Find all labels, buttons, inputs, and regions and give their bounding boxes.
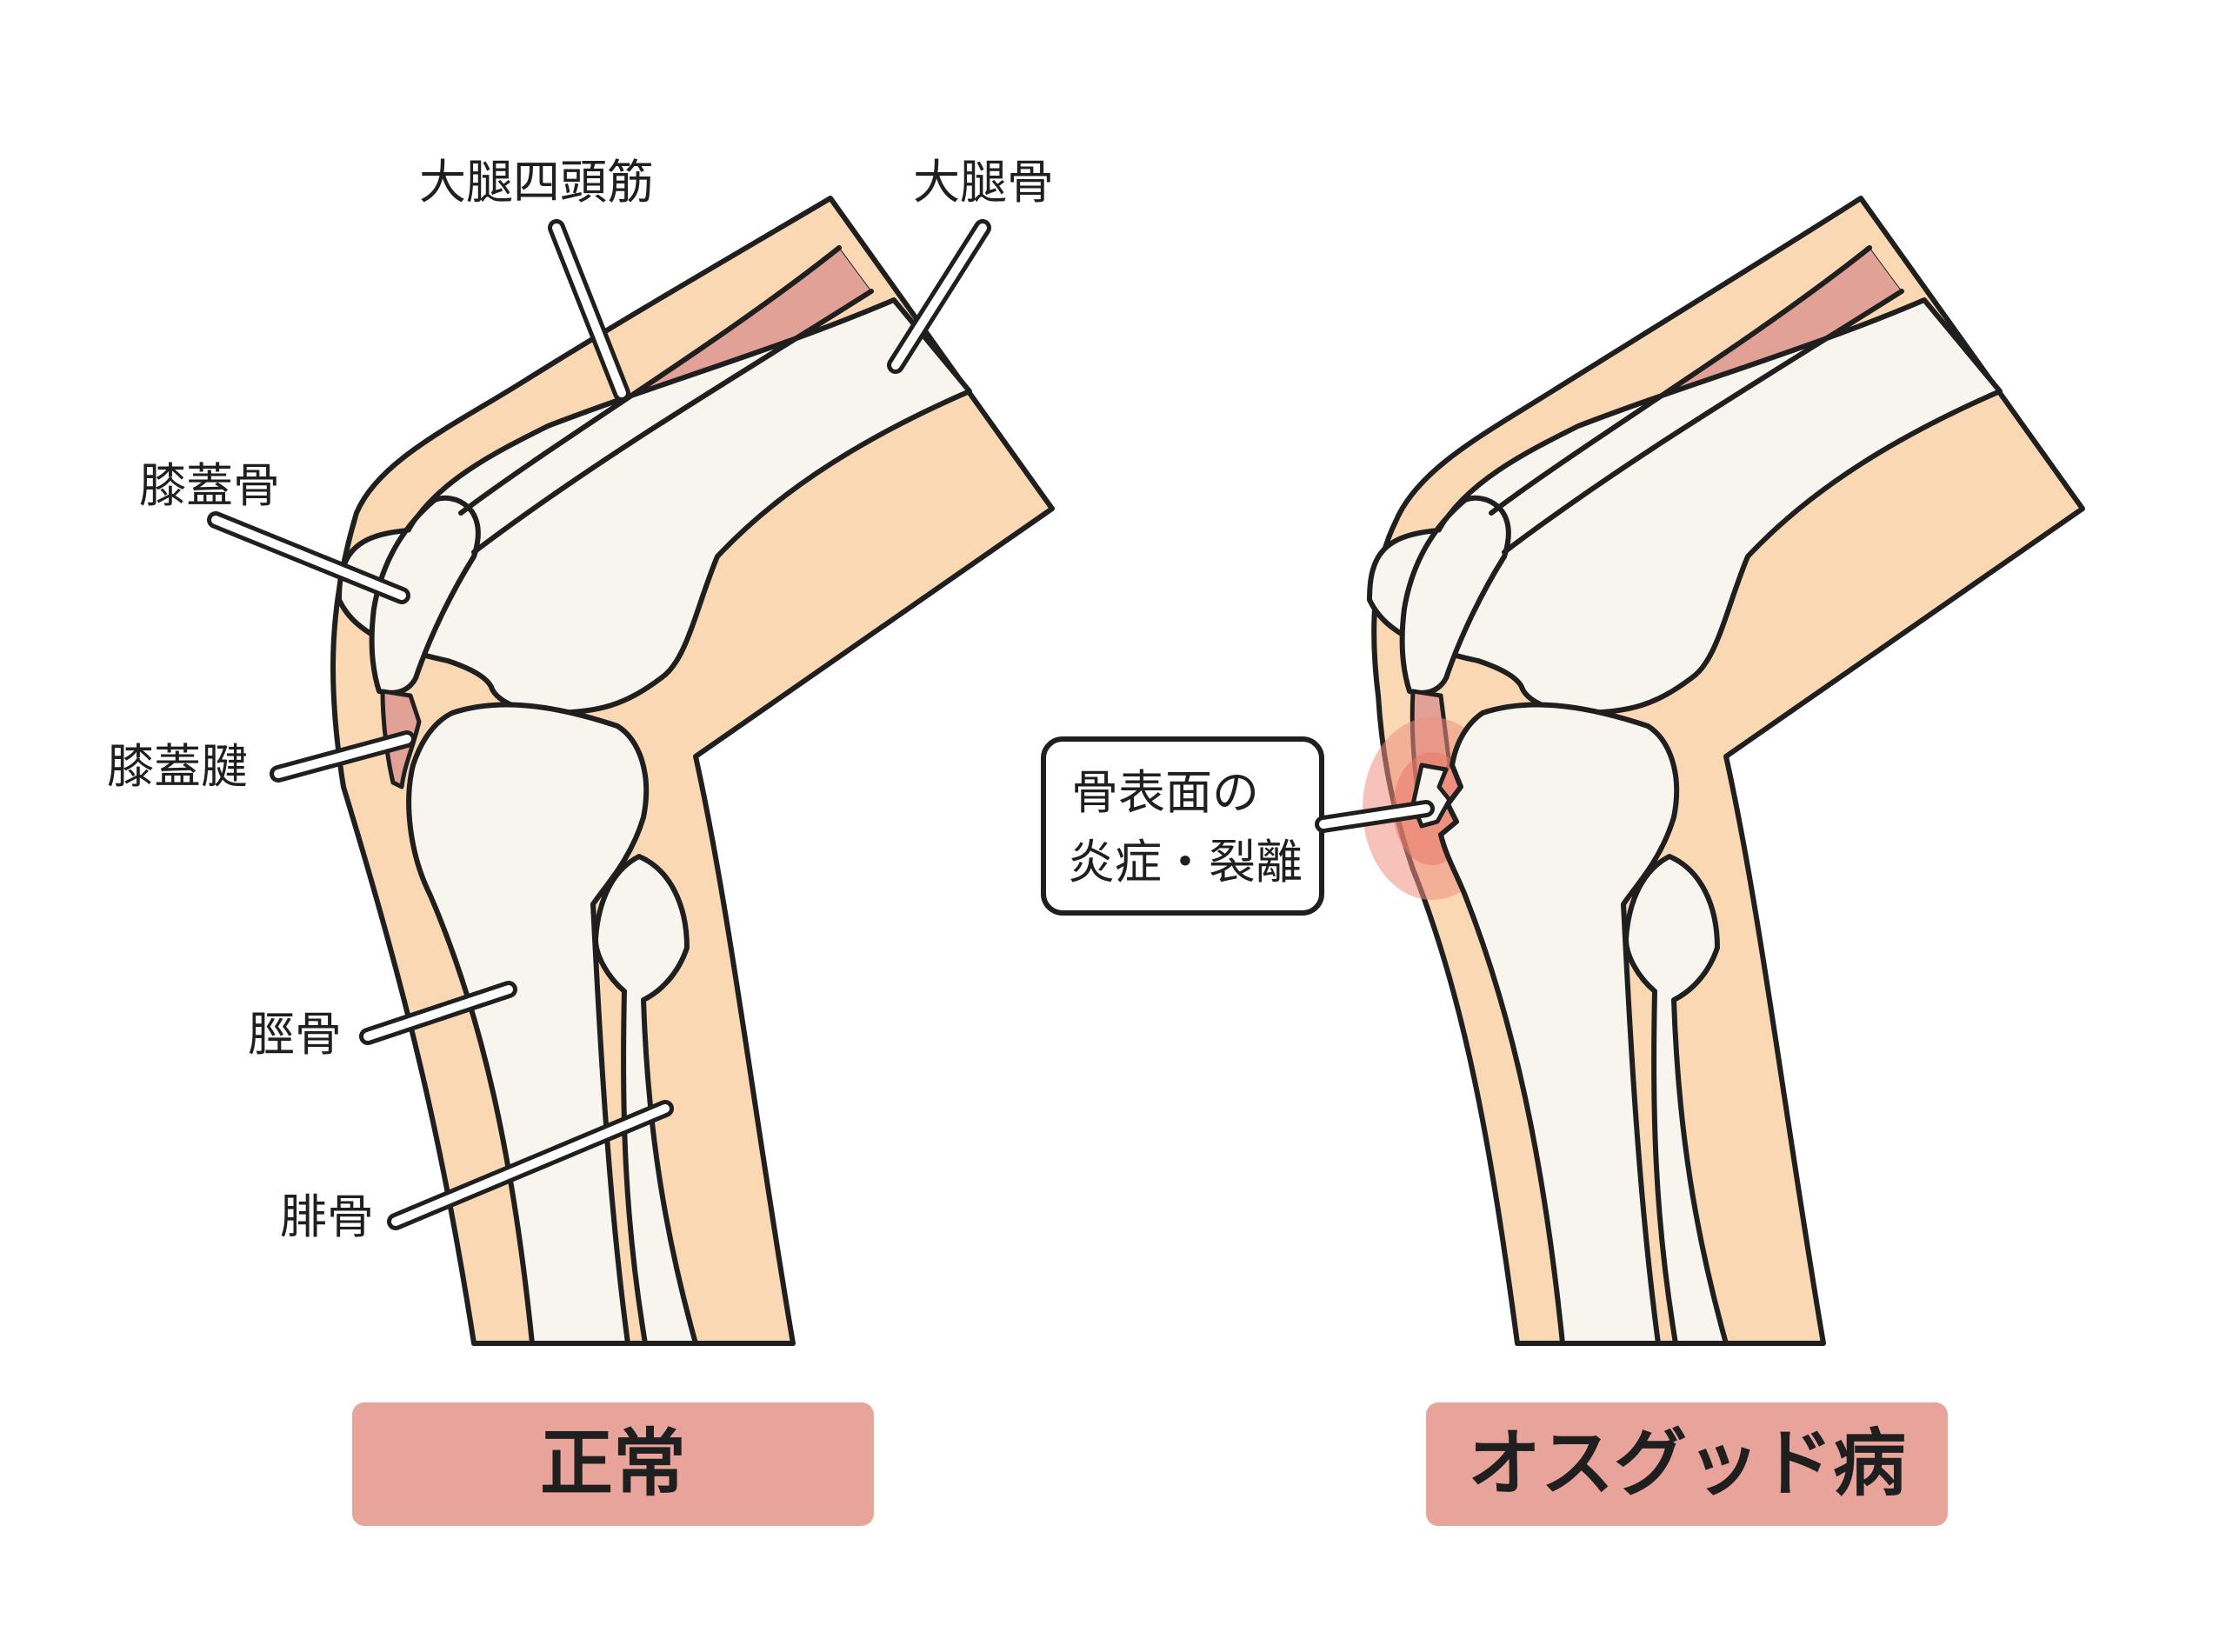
label-tibia: 脛骨 [248, 1007, 342, 1062]
leader-line-core [891, 223, 987, 370]
osgood-fibula-bone [1623, 854, 1729, 1346]
normal-tibia-bone [406, 702, 650, 1346]
caption-normal-box [352, 1402, 874, 1526]
label-femur: 大腿骨 [913, 155, 1054, 210]
label-fibula: 腓骨 [280, 1189, 374, 1244]
osgood-tibia-bone [1438, 702, 1680, 1346]
caption-osgood-box [1426, 1402, 1948, 1526]
label-patellar-tendon: 膝蓋腱 [107, 739, 248, 794]
label-patella: 膝蓋骨 [139, 458, 280, 513]
leader-line-core [274, 735, 411, 778]
caption-normal-text: 正常 [540, 1421, 686, 1506]
caption-normal: 正常 [352, 1402, 874, 1526]
leader-line-core [391, 1104, 670, 1226]
label-quadriceps: 大腿四頭筋 [419, 155, 654, 210]
caption-osgood-text: オスグッド病 [1468, 1421, 1906, 1506]
normal-labels: 大腿四頭筋 大腿骨 膝蓋骨 膝蓋腱 脛骨 腓骨 [107, 155, 1054, 1244]
osgood-knee-illustration [1363, 196, 2085, 1346]
osgood-callout: 骨表面の 炎症・裂離 [1041, 736, 1435, 916]
caption-osgood: オスグッド病 [1426, 1402, 1948, 1526]
normal-fibula-bone [593, 854, 698, 1346]
leader-line-core [363, 985, 513, 1041]
leader-line-core [1319, 804, 1430, 829]
callout-line-1: 骨表面の [1071, 765, 1259, 820]
callout-line-2: 炎症・裂離 [1068, 835, 1303, 889]
normal-knee-illustration [330, 196, 1055, 1346]
osgood-patella-bone [1399, 495, 1511, 696]
leader-line-core [211, 516, 406, 600]
leader-line-core [552, 223, 626, 397]
